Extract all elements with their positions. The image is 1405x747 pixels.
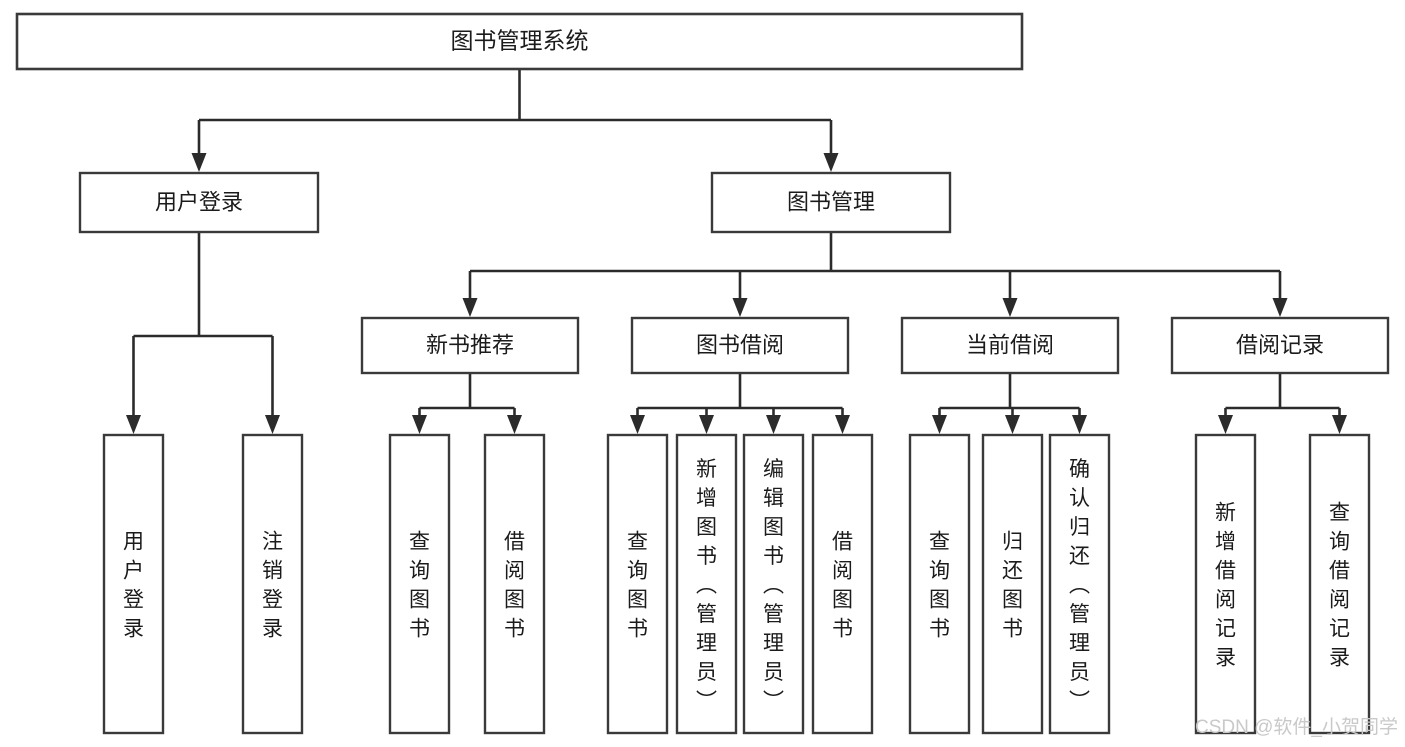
node-recommend-borrow-book[interactable]: 借阅图书 — [483, 433, 546, 735]
node-label-record-query: 查询借阅记录 — [1329, 502, 1350, 670]
node-label-borrow-query-book: 查询图书 — [627, 531, 648, 641]
node-label-current-confirm-return: 确认归还︵管理员︶ — [1069, 458, 1090, 713]
node-user-logout[interactable]: 注销登录 — [241, 433, 304, 735]
arrow-new-book-recommend — [462, 298, 478, 317]
node-box-borrow-edit-book[interactable] — [742, 433, 805, 735]
node-box-borrow-borrow-book[interactable] — [811, 433, 874, 735]
node-borrow-borrow-book[interactable]: 借阅图书 — [811, 433, 874, 735]
node-current-borrow[interactable]: 当前借阅 — [900, 316, 1120, 375]
arrow-borrow-edit-book — [766, 415, 781, 434]
node-box-recommend-borrow-book[interactable] — [483, 433, 546, 735]
node-borrow-add-book[interactable]: 新增图书︵管理员︶ — [675, 433, 738, 735]
node-user-login[interactable]: 用户登录 — [78, 171, 320, 234]
node-box-current-query-book[interactable] — [908, 433, 971, 735]
node-label-borrow-add-book: 新增图书︵管理员︶ — [696, 458, 717, 713]
node-current-return-book[interactable]: 归还图书 — [981, 433, 1044, 735]
node-box-current-return-book[interactable] — [981, 433, 1044, 735]
node-label-root: 图书管理系统 — [451, 28, 589, 54]
node-label-user-login-do: 用户登录 — [123, 531, 144, 641]
node-record-add[interactable]: 新增借阅记录 — [1194, 433, 1257, 735]
node-label-borrow-borrow-book: 借阅图书 — [832, 531, 853, 641]
node-box-book-borrow[interactable] — [630, 316, 850, 375]
node-box-current-confirm-return[interactable] — [1048, 433, 1111, 735]
node-box-borrow-query-book[interactable] — [606, 433, 669, 735]
node-recommend-query-book[interactable]: 查询图书 — [388, 433, 451, 735]
node-box-recommend-query-book[interactable] — [388, 433, 451, 735]
node-record-query[interactable]: 查询借阅记录 — [1308, 433, 1371, 735]
arrow-current-return-book — [1005, 415, 1020, 434]
node-box-borrow-record[interactable] — [1170, 316, 1390, 375]
arrow-book-manage — [823, 153, 839, 172]
node-user-login-do[interactable]: 用户登录 — [102, 433, 165, 735]
arrow-recommend-query-book — [412, 415, 427, 434]
arrow-current-confirm-return — [1072, 415, 1087, 434]
node-label-current-return-book: 归还图书 — [1002, 531, 1023, 641]
node-label-current-borrow: 当前借阅 — [966, 332, 1054, 357]
csdn-watermark: CSDN @软件_小贺同学 — [1195, 716, 1398, 738]
arrow-borrow-query-book — [630, 415, 645, 434]
arrow-book-borrow — [732, 298, 748, 317]
node-current-query-book[interactable]: 查询图书 — [908, 433, 971, 735]
node-label-current-query-book: 查询图书 — [929, 531, 950, 641]
node-box-root[interactable] — [15, 12, 1024, 71]
node-borrow-record[interactable]: 借阅记录 — [1170, 316, 1390, 375]
arrow-current-borrow — [1002, 298, 1018, 317]
node-book-borrow[interactable]: 图书借阅 — [630, 316, 850, 375]
node-box-user-login-do[interactable] — [102, 433, 165, 735]
node-label-book-borrow: 图书借阅 — [696, 332, 784, 357]
arrow-borrow-borrow-book — [835, 415, 850, 434]
node-box-record-add[interactable] — [1194, 433, 1257, 735]
arrow-record-add — [1218, 415, 1233, 434]
arrow-user-login — [191, 153, 207, 172]
node-borrow-edit-book[interactable]: 编辑图书︵管理员︶ — [742, 433, 805, 735]
node-box-user-logout[interactable] — [241, 433, 304, 735]
node-label-borrow-edit-book: 编辑图书︵管理员︶ — [763, 458, 784, 713]
node-book-manage[interactable]: 图书管理 — [710, 171, 952, 234]
node-label-borrow-record: 借阅记录 — [1236, 332, 1324, 357]
node-label-record-add: 新增借阅记录 — [1215, 502, 1236, 670]
node-label-new-book-recommend: 新书推荐 — [426, 332, 514, 357]
node-label-user-login: 用户登录 — [155, 189, 243, 214]
node-box-current-borrow[interactable] — [900, 316, 1120, 375]
arrow-borrow-record — [1272, 298, 1288, 317]
node-current-confirm-return[interactable]: 确认归还︵管理员︶ — [1048, 433, 1111, 735]
node-new-book-recommend[interactable]: 新书推荐 — [360, 316, 580, 375]
arrow-borrow-add-book — [699, 415, 714, 434]
node-label-recommend-query-book: 查询图书 — [409, 531, 430, 641]
arrow-current-query-book — [932, 415, 947, 434]
arrow-record-query — [1332, 415, 1347, 434]
node-label-user-logout: 注销登录 — [262, 531, 283, 641]
node-box-book-manage[interactable] — [710, 171, 952, 234]
arrow-recommend-borrow-book — [507, 415, 522, 434]
node-label-book-manage: 图书管理 — [787, 189, 875, 214]
node-label-recommend-borrow-book: 借阅图书 — [504, 531, 525, 641]
node-box-new-book-recommend[interactable] — [360, 316, 580, 375]
node-root[interactable]: 图书管理系统 — [15, 12, 1024, 71]
node-borrow-query-book[interactable]: 查询图书 — [606, 433, 669, 735]
node-box-user-login[interactable] — [78, 171, 320, 234]
node-box-borrow-add-book[interactable] — [675, 433, 738, 735]
node-layer: 图书管理系统用户登录用户登录注销登录图书管理新书推荐查询图书借阅图书图书借阅查询… — [15, 12, 1390, 735]
node-box-record-query[interactable] — [1308, 433, 1371, 735]
connector-layer — [126, 69, 1347, 434]
arrow-user-login-do — [126, 415, 141, 434]
arrow-user-logout — [265, 415, 280, 434]
